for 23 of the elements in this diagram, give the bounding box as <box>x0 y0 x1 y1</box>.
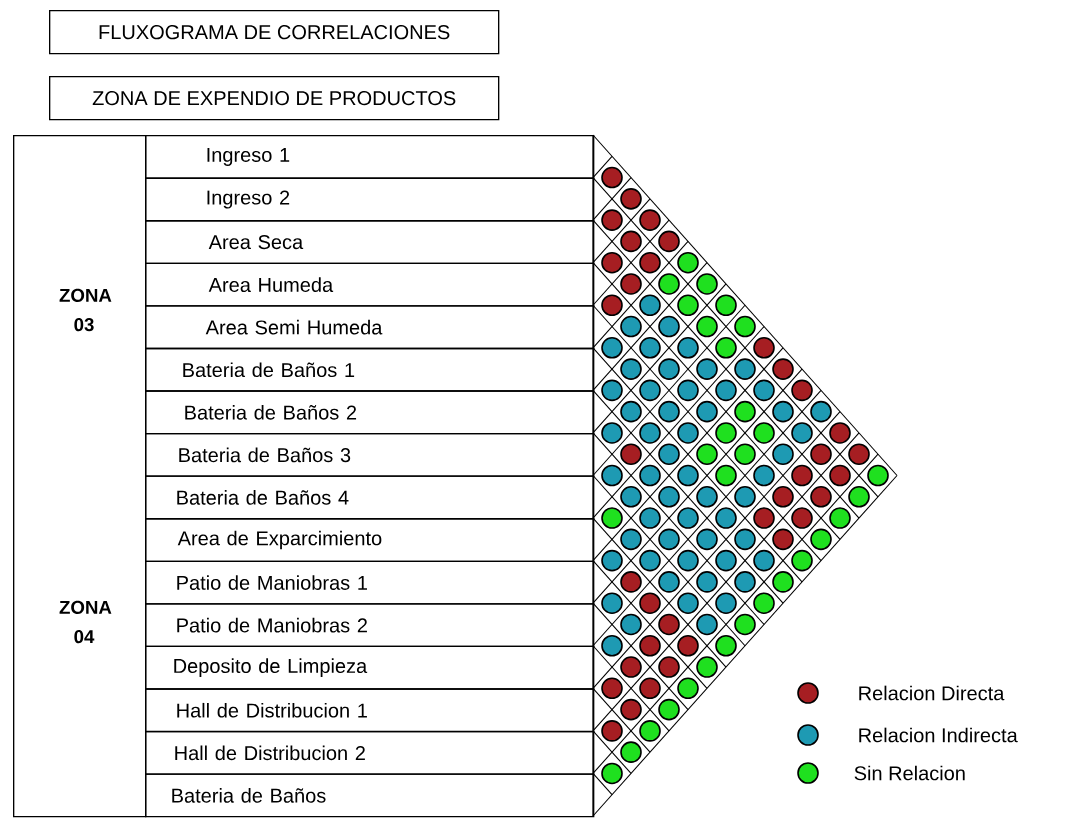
legend-label: Relacion Indirecta <box>859 727 1018 743</box>
legend-label: Relacion Directa <box>859 685 1005 701</box>
row-label-box: Bateria de Baños <box>145 773 595 818</box>
row-label-box: Hall de Distribucion 1 <box>145 688 595 733</box>
row-label-box: Patio de Maniobras 1 <box>145 560 595 605</box>
row-label-box: Bateria de Baños 4 <box>145 475 595 520</box>
row-label-box: Bateria de Baños 1 <box>145 347 595 392</box>
row-label-box: Area de Exparcimiento <box>145 518 595 562</box>
row-label-box: Area Seca <box>145 220 595 264</box>
title-box: FLUXOGRAMA DE CORRELACIONES <box>49 10 500 55</box>
row-label-box: Ingreso 2 <box>145 177 595 222</box>
title-box: ZONA DE EXPENDIO DE PRODUCTOS <box>49 76 500 121</box>
zone-label: ZONA 03 <box>59 288 112 332</box>
row-label-box: Bateria de Baños 3 <box>145 432 595 477</box>
row-label-box: Area Semi Humeda <box>145 305 595 350</box>
zone-label: ZONA 04 <box>59 600 112 644</box>
row-label-box: Bateria de Baños 2 <box>145 390 595 435</box>
row-label-box: Hall de Distribucion 2 <box>145 730 595 775</box>
row-label-box: Ingreso 1 <box>145 135 595 179</box>
row-label-box: Deposito de Limpieza <box>145 645 595 690</box>
row-label-box: Patio de Maniobras 2 <box>145 603 595 648</box>
legend-label: Sin Relacion <box>854 765 965 781</box>
row-label-box: Area Humeda <box>145 262 595 307</box>
